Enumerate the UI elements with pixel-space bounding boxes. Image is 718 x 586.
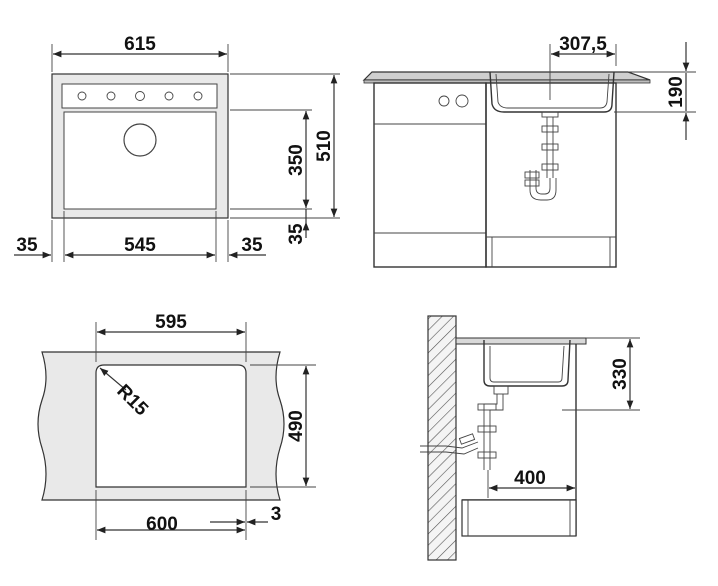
countertop: [362, 71, 651, 81]
top-view: 615 510 350 35 35 545 35: [14, 34, 340, 262]
sink-bowl-profile: [483, 339, 571, 387]
control-knob-icon: [455, 94, 469, 108]
dim-bowl-depth: 350: [286, 144, 307, 176]
dim-rim-left: 35: [16, 235, 38, 256]
cabinet-base: [461, 499, 577, 537]
dim-drain-offset: 307,5: [559, 34, 607, 55]
tap-hole-icon: [77, 91, 87, 101]
dim-width-total: 615: [124, 34, 156, 55]
dim-rim-right: 35: [241, 235, 263, 256]
dim-gap: 3: [271, 504, 282, 525]
tap-hole-icon: [135, 91, 145, 101]
dim-cutout-depth: 490: [286, 410, 307, 442]
drain-hole-icon: [123, 123, 157, 157]
cutout-view: R15 595 490 600 3: [37, 312, 316, 540]
countertop-section: [455, 337, 587, 345]
sink-cabinet: [485, 82, 617, 268]
dishwasher-cabinet: [373, 82, 487, 268]
cutout-opening: [95, 364, 247, 488]
tap-hole-icon: [193, 91, 203, 101]
dim-bowl-width: 545: [124, 235, 156, 256]
dim-wall-distance: 400: [514, 468, 546, 489]
dim-depth-total: 510: [314, 130, 335, 162]
wall-hatched: [427, 315, 457, 561]
tap-hole-icon: [106, 91, 116, 101]
section-view: 330 400: [420, 315, 640, 561]
control-knob-icon: [438, 95, 450, 107]
side-view: 307,5 190: [362, 34, 696, 268]
tap-deck: [61, 83, 218, 109]
dim-rim-bottom: 35: [286, 223, 307, 245]
dim-cutout-width: 595: [155, 312, 187, 333]
dim-section-bowl-depth: 330: [610, 358, 631, 390]
tap-hole-icon: [164, 91, 174, 101]
dim-cabinet-width: 600: [146, 514, 178, 535]
dim-installed-depth: 190: [666, 76, 687, 108]
